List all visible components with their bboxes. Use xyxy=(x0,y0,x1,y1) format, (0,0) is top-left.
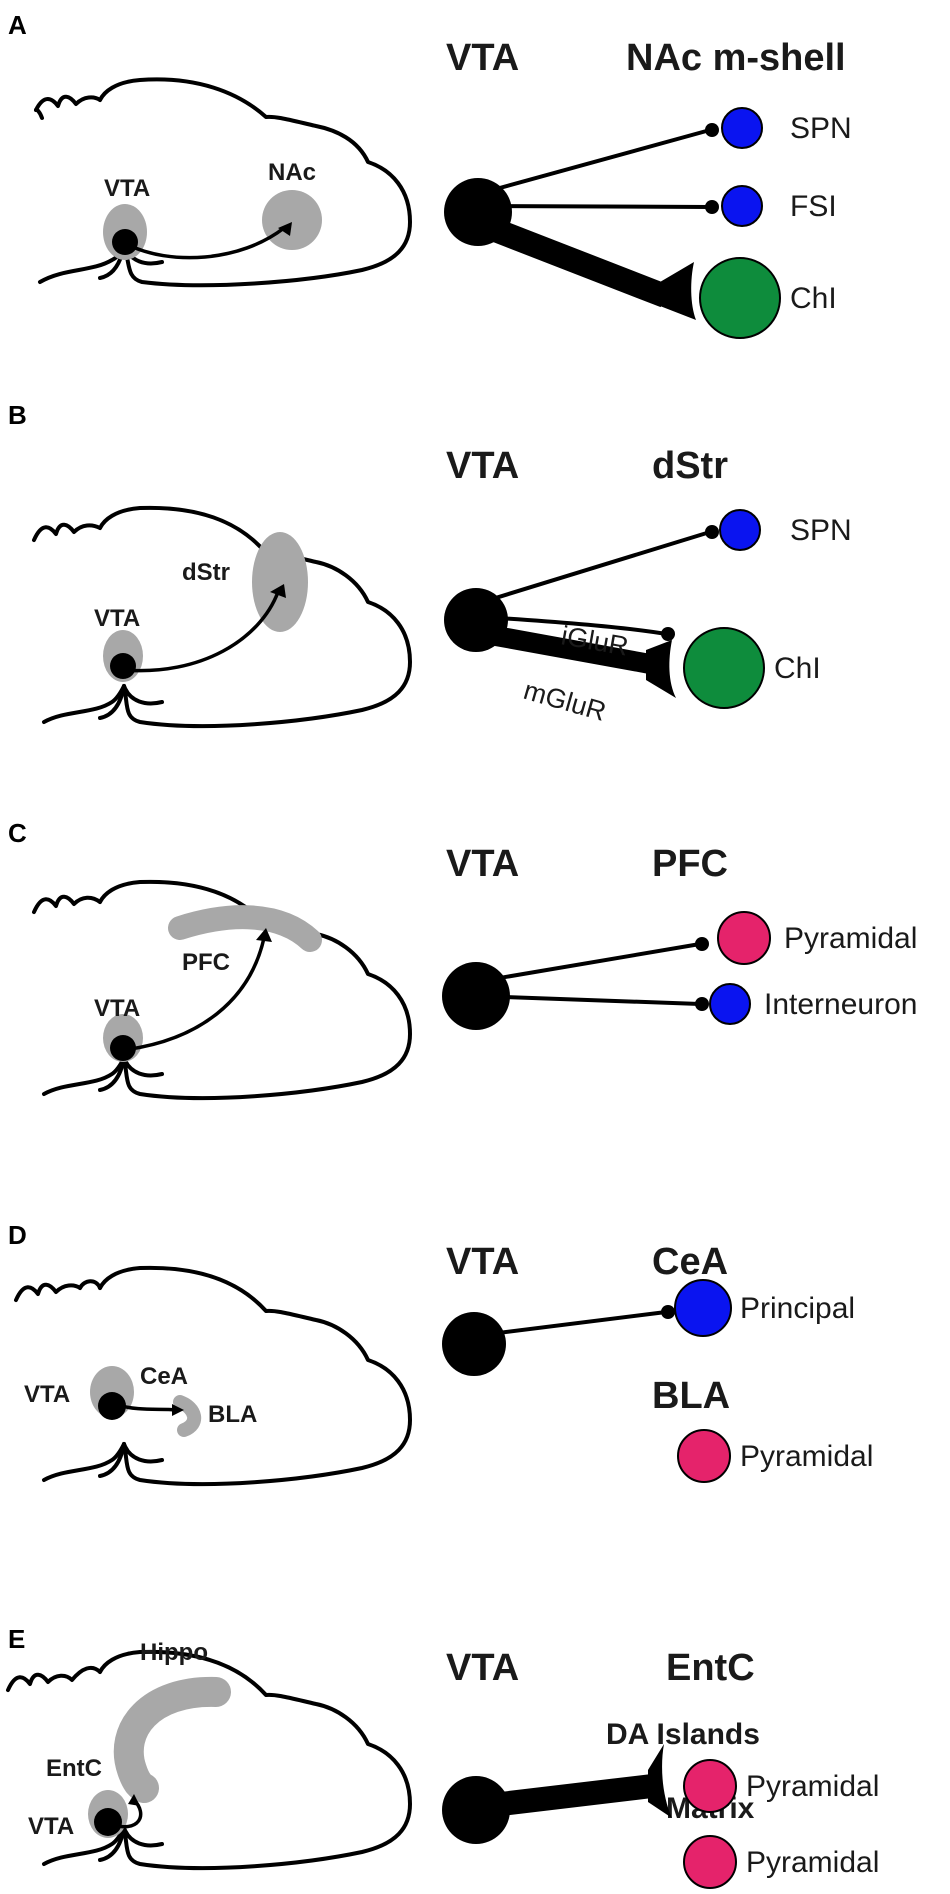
vta-neuron xyxy=(444,588,508,652)
panel-e-brain: Hippo EntC VTA xyxy=(6,1639,412,1871)
vta-soma-small xyxy=(94,1808,122,1836)
cell-label-chi: ChI xyxy=(790,282,837,315)
panel-d-brain: VTA CeA BLA xyxy=(14,1265,412,1487)
panel-a-brain: VTA NAc xyxy=(34,77,412,288)
pyramidal-cell xyxy=(717,911,771,965)
panel-e-target-heading: EntC xyxy=(666,1647,755,1689)
brain-label-vta: VTA xyxy=(28,1813,74,1840)
cell-label-spn: SPN xyxy=(790,112,852,145)
panel-b-target-heading: dStr xyxy=(652,445,728,487)
panel-c-letter: C xyxy=(8,818,27,848)
spn-cell xyxy=(721,107,763,149)
panel-b-brain: dStr VTA xyxy=(32,505,412,729)
cell-label-pyramidal: Pyramidal xyxy=(784,922,917,955)
chi-cell xyxy=(683,627,765,709)
brain-label-pfc: PFC xyxy=(182,949,230,976)
brain-label-vta: VTA xyxy=(24,1381,70,1408)
panel-d-target2-heading: BLA xyxy=(652,1375,730,1417)
dstr-region xyxy=(252,532,308,632)
cell-label-principal: Principal xyxy=(740,1292,855,1325)
chi-cell xyxy=(699,257,781,339)
brain-label-dstr: dStr xyxy=(182,559,230,586)
brain-label-hippo: Hippo xyxy=(140,1639,208,1666)
receptor-label-mglur: mGluR xyxy=(520,675,609,727)
brain-label-nac: NAc xyxy=(268,159,316,186)
panel-e-source-heading: VTA xyxy=(446,1647,519,1689)
panel-d: D VTA CeA BLA VTA CeA BLA Principal Pyra… xyxy=(8,1220,873,1487)
nac-region xyxy=(262,190,322,250)
vta-soma-small xyxy=(98,1392,126,1420)
panel-c-source-heading: VTA xyxy=(446,843,519,885)
vta-soma-small xyxy=(110,653,136,679)
pyramidal-cell-matrix xyxy=(683,1835,737,1889)
cell-label-pyramidal-matrix: Pyramidal xyxy=(746,1846,879,1879)
pyramidal-cell-da-islands xyxy=(683,1759,737,1813)
cell-label-pyramidal-da-islands: Pyramidal xyxy=(746,1770,879,1803)
panel-d-letter: D xyxy=(8,1220,27,1250)
panel-a-target-heading: NAc m-shell xyxy=(626,37,846,79)
panel-a: A VTA NAc VTA NAc m-shell SPN FSI xyxy=(8,10,852,339)
spn-cell xyxy=(719,509,761,551)
brain-label-cea: CeA xyxy=(140,1363,188,1390)
brain-label-bla: BLA xyxy=(208,1401,257,1428)
panel-e-subtarget-da-islands: DA Islands xyxy=(606,1718,760,1751)
hippo-region xyxy=(113,1676,231,1803)
panel-d-source-heading: VTA xyxy=(446,1241,519,1283)
panel-b: B dStr VTA VTA dStr SPN ChI iGluR mGluR xyxy=(8,400,852,729)
vta-soma-small xyxy=(110,1035,136,1061)
panel-c-brain: PFC VTA xyxy=(32,879,412,1101)
bla-region xyxy=(173,1395,201,1437)
vta-soma-small xyxy=(112,229,138,255)
vta-neuron xyxy=(442,1312,506,1376)
pfc-region xyxy=(168,905,322,952)
brain-label-entc: EntC xyxy=(46,1755,102,1782)
panel-a-source-heading: VTA xyxy=(446,37,519,79)
panel-d-target-heading: CeA xyxy=(652,1241,728,1283)
cell-label-interneuron: Interneuron xyxy=(764,988,917,1021)
panel-e: E Hippo EntC VTA VTA EntC DA Islands Mat… xyxy=(6,1624,879,1889)
brain-label-vta: VTA xyxy=(94,995,140,1022)
panel-c-target-heading: PFC xyxy=(652,843,728,885)
pyramidal-cell xyxy=(677,1429,731,1483)
cell-label-spn: SPN xyxy=(790,514,852,547)
panel-e-letter: E xyxy=(8,1624,25,1654)
panel-b-source-heading: VTA xyxy=(446,445,519,487)
cell-label-fsi: FSI xyxy=(790,190,837,223)
fsi-cell xyxy=(721,185,763,227)
cell-label-chi: ChI xyxy=(774,652,821,685)
interneuron-cell xyxy=(709,983,751,1025)
principal-cell xyxy=(674,1279,732,1337)
panel-c: C PFC VTA VTA PFC Pyramidal Interneuron xyxy=(8,818,917,1101)
panel-a-letter: A xyxy=(8,10,27,40)
cell-label-pyramidal: Pyramidal xyxy=(740,1440,873,1473)
panel-b-letter: B xyxy=(8,400,27,430)
brain-label-vta: VTA xyxy=(104,175,150,202)
brain-label-vta: VTA xyxy=(94,605,140,632)
